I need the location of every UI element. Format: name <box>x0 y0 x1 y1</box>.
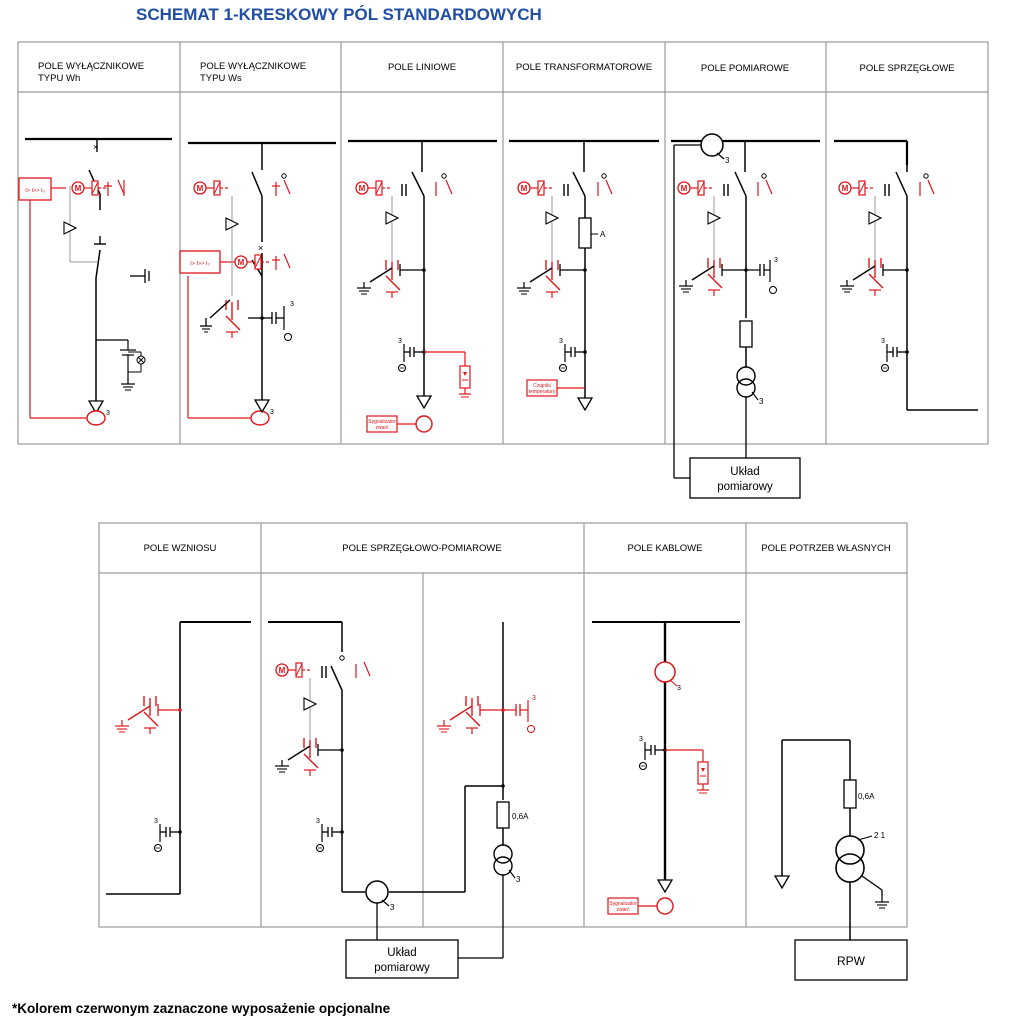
uklad-pomiarowy-2-l1: Układ <box>387 947 416 959</box>
field-transformatorowe-diagram: A Czujniki temperatury <box>516 141 613 411</box>
header-pole-pomiarowe: POLE POMIAROWE <box>701 63 789 74</box>
fuse-06a-label-sp: 0,6A <box>512 812 529 821</box>
relay-label-wh: I> I>> I₀ <box>25 188 45 194</box>
field-liniowe-diagram: Sygnalizator zwarć <box>355 141 472 433</box>
svg-text:3: 3 <box>270 409 274 416</box>
row1-table <box>17 41 989 445</box>
fuse-a-label: A <box>600 230 606 239</box>
svg-text:×: × <box>93 142 98 152</box>
field-ws-diagram: × I> I>> I₀ 3 3 <box>179 143 294 426</box>
header-pole-transformatorowe: POLE TRANSFORMATOROWE <box>516 62 652 73</box>
field-pomiarowe-diagram: 3 Układ pomiarowy <box>673 133 801 499</box>
sygnalizator-kab-l1: Sygnalizator <box>609 901 637 907</box>
sygnalizator-label-l2: zwarć <box>375 425 389 431</box>
sygnalizator-label-l1: Sygnalizator <box>368 419 396 425</box>
czujniki-label-l2: temperatury <box>529 389 556 395</box>
field-wzniosu-diagram <box>106 621 251 895</box>
row1-headers: POLE WYŁĄCZNIKOWE TYPU Wh POLE WYŁĄCZNIK… <box>38 61 955 84</box>
field-sprzeglowe-diagram <box>838 165 978 411</box>
header-pole-ws-line1: POLE WYŁĄCZNIKOWE <box>200 61 306 72</box>
field-potrzeb-wlasnych-diagram: 0,6A 2 1 RPW <box>774 739 908 981</box>
header-pole-potrzeb-wlasnych: POLE POTRZEB WŁASNYCH <box>761 543 890 554</box>
svg-text:3: 3 <box>532 695 536 702</box>
sygnalizator-kab-l2: zwarć <box>616 907 630 913</box>
uklad-pomiarowy-1-l1: Układ <box>730 466 759 478</box>
uklad-pomiarowy-1-l2: pomiarowy <box>717 481 773 493</box>
header-pole-wh-line1: POLE WYŁĄCZNIKOWE <box>38 61 144 72</box>
header-pole-liniowe: POLE LINIOWE <box>388 62 456 73</box>
header-pole-ws-line2: TYPU Ws <box>200 73 242 84</box>
field-kablowe-diagram: 3 Sygnalizator zwarć <box>592 621 740 915</box>
uklad-pomiarowy-2-l2: pomiarowy <box>374 962 430 974</box>
czujniki-label-l1: Czujniki <box>533 383 551 389</box>
vt-label-2-1: 2 1 <box>874 831 886 840</box>
header-pole-kablowe: POLE KABLOWE <box>628 543 703 554</box>
relay-label-ws: I> I>> I₀ <box>190 261 210 267</box>
svg-text:3: 3 <box>774 257 778 264</box>
field-wh-diagram: × I> I>> I₀ 3 <box>18 139 150 426</box>
header-pole-sprzeglowo-pomiarowe: POLE SPRZĘGŁOWO-POMIAROWE <box>342 543 501 554</box>
svg-text:3: 3 <box>106 410 110 417</box>
svg-text:×: × <box>258 243 263 253</box>
uklad-pomiarowy-box-2 <box>345 939 459 979</box>
svg-text:3: 3 <box>290 301 294 308</box>
page-title: SCHEMAT 1-KRESKOWY PÓL STANDARDOWYCH <box>136 5 542 24</box>
header-pole-sprzeglowe: POLE SPRZĘGŁOWE <box>859 63 954 74</box>
rpw-box <box>794 939 908 981</box>
footnote: *Kolorem czerwonym zaznaczone wyposażeni… <box>12 1001 391 1016</box>
header-pole-wzniosu: POLE WZNIOSU <box>144 543 217 554</box>
row2-headers: POLE WZNIOSU POLE SPRZĘGŁOWO-POMIAROWE P… <box>144 543 891 554</box>
row1-busbar <box>25 137 909 165</box>
rpw-label: RPW <box>837 954 866 968</box>
field-sprzeglowo-pomiarowe-diagram: 3 0,6A Układ pomiarowy <box>268 621 536 979</box>
uklad-pomiarowy-box-1 <box>689 457 801 499</box>
fuse-06a-label-pw: 0,6A <box>858 792 875 801</box>
svg-text:3: 3 <box>677 685 681 692</box>
header-pole-wh-line2: TYPU Wh <box>38 73 80 84</box>
